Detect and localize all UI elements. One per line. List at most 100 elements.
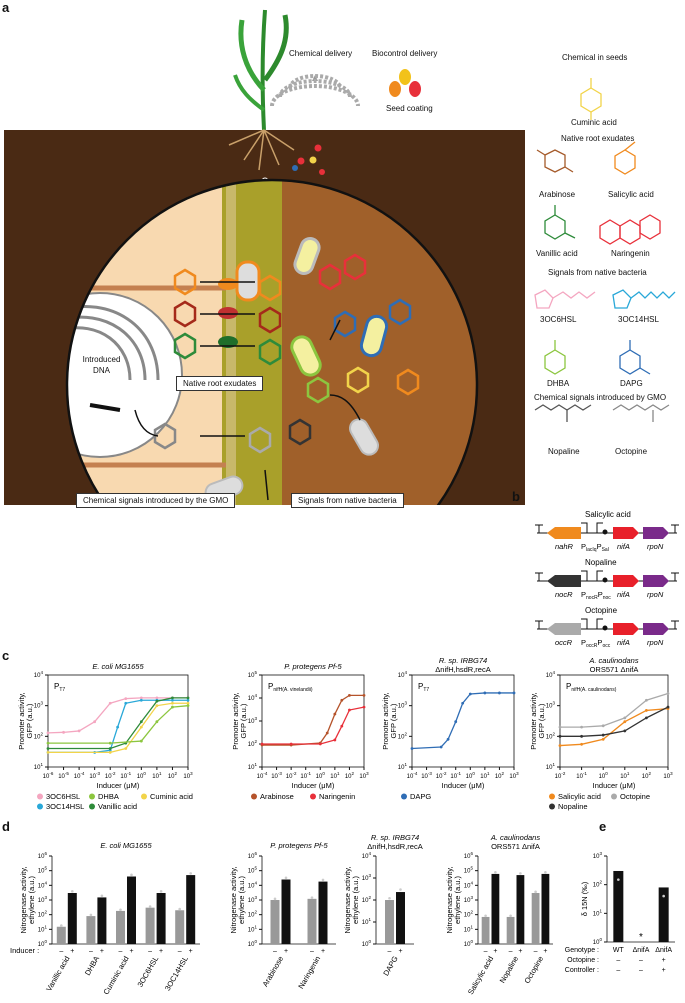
significance-star: * [639,932,643,943]
data-point [108,741,112,745]
legend-dapg: DAPG [620,379,643,388]
series-line [560,692,669,728]
chemical-delivery-label: Chemical delivery [289,49,353,58]
regulator-gene-label: occR [555,638,573,647]
legend-arabinose: Arabinose [539,190,576,199]
inducer-plus-label: + [321,948,325,955]
legend-marker [251,793,257,800]
controller-row-label: Controller : [565,967,599,974]
x-axis-label: Inducer (μM) [292,781,335,790]
promoter-label: PoccRPocc [581,638,611,649]
terminator-icon [535,620,543,629]
x-tick-label: 10-1 [576,771,587,780]
y-tick-label: 102 [34,731,44,740]
legend-nopaline: Nopaline [548,447,580,456]
operator-dot [602,529,608,535]
promoter-arrow-icon [596,570,603,581]
inducer-minus-label: – [310,948,314,955]
terminator-icon [671,524,679,533]
x-tick-label: 101 [620,771,630,780]
inducer-plus-label: + [70,948,74,955]
legend-chemical-in-seeds: Chemical in seeds [562,53,628,62]
bar-minus [56,926,66,944]
data-point [498,691,501,695]
data-point [623,729,627,733]
legend-marker [401,793,407,800]
operator-dot [602,625,608,631]
data-point [124,747,128,750]
genotype-value: ΔnifA [633,947,650,954]
x-tick-label: 10-4 [74,771,85,780]
legend-dhba: DHBA [547,379,570,388]
y-tick-label: 101 [248,762,258,771]
panel-a-illustration [4,9,525,505]
x-tick-label: 103 [183,771,193,780]
chart-title: E. coli MG1655 [100,841,152,850]
x-tick-label: 100 [599,771,609,780]
construct-inducer-label: Octopine [585,606,618,615]
x-tick-label: 10-1 [450,771,461,780]
data-point [46,731,50,735]
legend-3oc6hsl: 3OC6HSL [540,315,577,324]
chart-subtitle: ΔnifH,hsdR,recA [367,842,422,851]
inducer-plus-label: + [493,948,497,955]
data-point [289,742,293,746]
chemical-signals-gmo-box: Chemical signals introduced by the GMO [76,493,236,508]
data-point [399,888,402,891]
data-point [623,716,627,720]
x-tick-label: 101 [330,771,340,780]
x-tick-label: 102 [345,771,355,780]
y-tick-label: 105 [464,866,474,875]
y-axis-label: Nitrogenase activity, [445,867,454,934]
data-point [321,878,325,882]
chart-title: R. sp. IRBG74 [439,656,487,665]
data-point [171,698,174,702]
y-axis-label: δ 15N (‰) [580,881,589,916]
octopine-value: – [616,957,620,964]
promoter-arrow-icon [581,618,588,629]
y-tick-label: 104 [34,670,44,679]
terminator-icon [671,620,679,629]
data-point [77,729,81,733]
promoter-arrow-icon [581,522,588,533]
data-point [601,724,605,728]
sprinkler-icon [270,74,360,107]
promoter-arrow-icon [596,618,603,629]
bar-plus [156,893,166,944]
data-point [116,725,120,729]
legend-octopine: Octopine [615,447,648,456]
data-point [340,724,344,728]
y-tick-label: 100 [593,937,603,946]
data-point [333,738,337,742]
x-tick-label: 10-3 [421,771,432,780]
legend-label: Nopaline [558,802,588,811]
y-tick-label: 104 [38,880,48,889]
data-point [439,745,443,749]
data-point [494,870,497,874]
y-axis-label: Promoter activity, [381,692,390,749]
salicylic-acid-structure-icon [614,141,636,175]
nifa-gene-label: nifA [617,542,630,551]
chart-title: A. caulinodans [490,833,540,842]
legend-label: Naringenin [319,792,355,801]
nifa-gene-label: nifA [617,638,630,647]
data-point [484,914,487,918]
data-point [410,747,414,750]
data-point [645,709,648,712]
y-tick-label: 103 [34,701,44,710]
line-chart-3: 10-410-310-210-1100101102103101102103104… [381,656,519,801]
promoter-label: PT7 [54,682,65,693]
y-tick-label: 103 [464,895,474,904]
data-point [186,696,190,700]
data-point [645,716,648,720]
operator-dot [602,577,608,583]
series-line [262,706,365,745]
inducer-minus-label: – [119,948,123,955]
vanillic-acid-structure-icon [544,205,576,240]
rpon-gene-label: rpoN [647,638,664,647]
x-tick-label: 103 [509,771,519,780]
x-tick-label: 101 [152,771,162,780]
